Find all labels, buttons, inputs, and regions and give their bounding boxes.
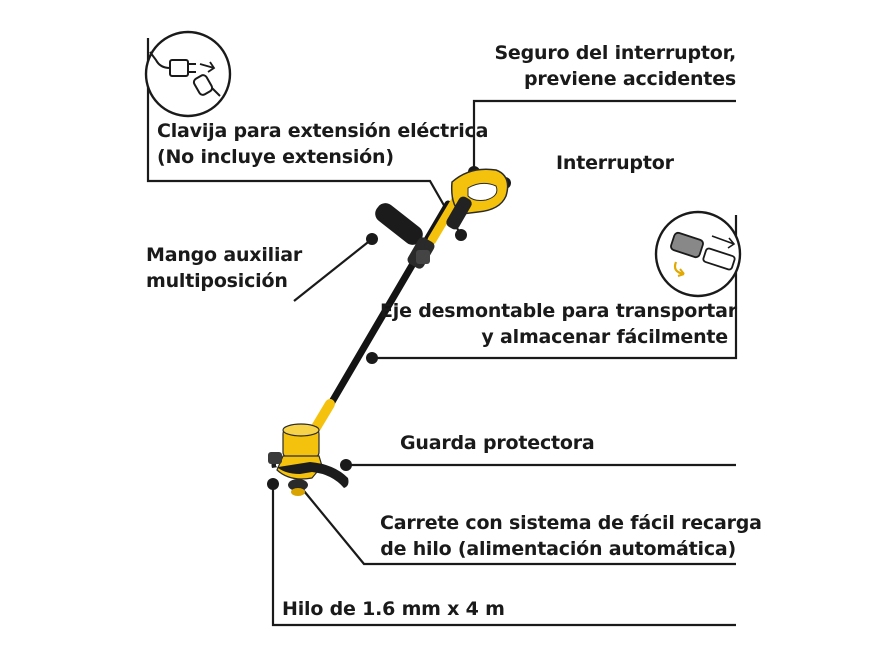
label-shaft-line1: Eje desmontable para transportar <box>380 300 737 322</box>
dot-shaft <box>366 352 378 364</box>
label-line: Hilo de 1.6 mm x 4 m <box>282 596 505 622</box>
label-switch: Interruptor <box>556 150 674 176</box>
dot-line <box>267 478 279 490</box>
dot-aux-handle <box>366 233 378 245</box>
string-trimmer <box>268 168 509 496</box>
label-shaft-line2: y almacenar fácilmente <box>481 326 728 348</box>
label-spool-line2: de hilo (alimentación automática) <box>380 538 736 560</box>
leader-aux-handle <box>293 238 373 302</box>
label-shaft: Eje desmontable para transportar y almac… <box>380 298 737 350</box>
label-line-line1: Hilo de 1.6 mm x 4 m <box>282 598 505 620</box>
leader-spool <box>303 490 736 566</box>
leader-safety-lock <box>472 99 736 172</box>
shaft-detach-icon <box>654 210 742 298</box>
label-switch-line1: Interruptor <box>556 152 674 174</box>
dot-guard <box>340 459 352 471</box>
label-safety-lock-line2: previene accidentes <box>523 68 736 90</box>
label-safety-lock: Seguro del interruptor, previene acciden… <box>482 40 736 92</box>
label-aux-handle-line2: multiposición <box>146 270 288 292</box>
label-spool-line1: Carrete con sistema de fácil recarga <box>380 512 762 534</box>
aux-handle <box>375 203 435 269</box>
label-guard: Guarda protectora <box>400 430 595 456</box>
plug-icon <box>144 30 232 118</box>
label-safety-lock-line1: Seguro del interruptor, <box>494 42 736 64</box>
label-aux-handle-line1: Mango auxiliar <box>146 244 303 266</box>
trimmer-guard <box>271 456 349 488</box>
label-plug-line1: Clavija para extensión eléctrica <box>157 120 489 142</box>
label-aux-handle: Mango auxiliar multiposición <box>146 242 302 294</box>
leader-line <box>271 484 736 627</box>
label-spool: Carrete con sistema de fácil recarga de … <box>380 510 762 562</box>
trimmer-head <box>268 423 349 496</box>
label-guard-line1: Guarda protectora <box>400 432 595 454</box>
label-plug-line2: (No incluye extensión) <box>157 146 394 168</box>
trimmer-spool <box>288 479 308 491</box>
dot-plug <box>455 229 467 241</box>
label-plug: Clavija para extensión eléctrica (No inc… <box>157 118 488 170</box>
